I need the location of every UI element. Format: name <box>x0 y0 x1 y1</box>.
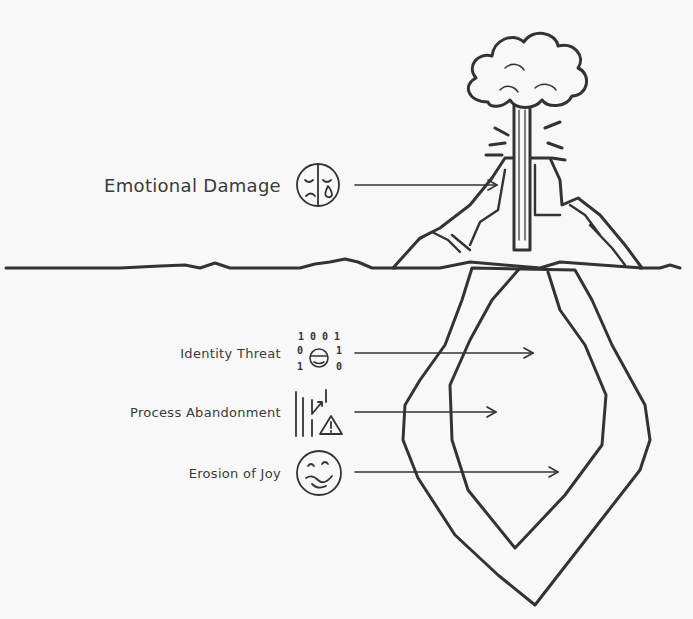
leader-arrow <box>355 352 533 354</box>
masked-face-icon <box>310 349 328 367</box>
binary-digit: 1 <box>297 362 303 372</box>
crying-face-icon <box>297 164 339 206</box>
iceberg-inner <box>450 268 606 548</box>
melting-face-icon <box>297 451 341 495</box>
iceberg-outer <box>403 268 650 605</box>
callout-label: Emotional Damage <box>104 177 281 195</box>
eruption-cloud <box>468 33 586 107</box>
splash <box>486 122 565 160</box>
leader-arrow <box>355 411 496 413</box>
callout-label: Erosion of Joy <box>189 467 281 480</box>
leader-arrow <box>355 184 497 186</box>
broken-path-warning-icon <box>296 390 342 436</box>
binary-digit: 0 <box>336 362 342 372</box>
binary-digits: 1 0 0 1 <box>298 332 340 342</box>
callout-label: Process Abandonment <box>130 406 281 419</box>
leader-arrow <box>355 471 558 473</box>
binary-digit: 1 <box>336 346 342 356</box>
callout-label: Identity Threat <box>180 347 281 360</box>
eruption-column <box>514 100 530 250</box>
binary-digit: 0 <box>297 346 303 356</box>
